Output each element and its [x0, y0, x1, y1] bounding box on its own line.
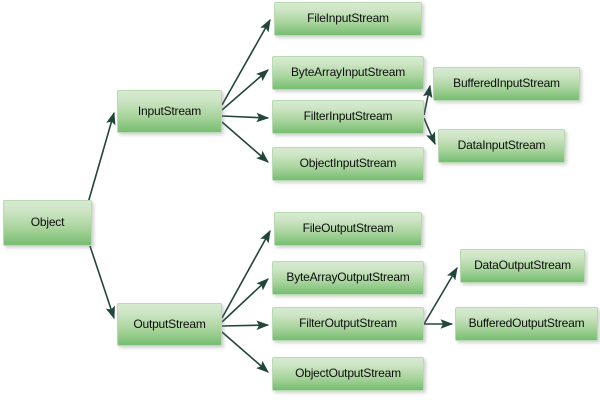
node-label: BufferedInputStream — [453, 76, 560, 91]
node-label: ByteArrayOutputStream — [286, 270, 410, 285]
edge-output-stream-to-filter-output-stream — [221, 320, 270, 331]
node-label: ByteArrayInputStream — [290, 65, 406, 80]
node-label: DataOutputStream — [474, 258, 571, 273]
node-file-output-stream[interactable]: FileOutputStream — [274, 212, 422, 246]
node-label: FilterOutputStream — [299, 316, 397, 331]
edge-object-to-input-stream — [87, 111, 116, 204]
node-label: BufferedOutputStream — [468, 316, 585, 331]
node-file-input-stream[interactable]: FileInputStream — [274, 2, 422, 36]
node-data-input-stream[interactable]: DataInputStream — [438, 129, 565, 163]
node-label: FileInputStream — [307, 11, 389, 26]
node-input-stream[interactable]: InputStream — [117, 90, 222, 133]
edge-output-stream-to-file-output-stream — [221, 229, 271, 319]
node-label: FilterInputStream — [303, 109, 393, 124]
edge-object-to-output-stream — [87, 239, 115, 320]
edge-output-stream-to-byte-array-output-stream — [221, 278, 269, 323]
edge-input-stream-to-filter-input-stream — [221, 112, 270, 123]
edge-input-stream-to-byte-array-input-stream — [221, 69, 269, 111]
node-label: InputStream — [137, 103, 202, 118]
node-label: ObjectOutputStream — [295, 366, 401, 381]
node-buffered-output-stream[interactable]: BufferedOutputStream — [455, 307, 598, 341]
edge-filter-input-stream-to-data-input-stream — [423, 117, 436, 146]
node-label: FileOutputStream — [302, 221, 394, 236]
node-object[interactable]: Object — [3, 200, 92, 246]
edge-filter-input-stream-to-buffered-input-stream — [422, 84, 433, 116]
node-label: Object — [30, 215, 65, 230]
node-label: ObjectInputStream — [299, 156, 397, 171]
node-filter-output-stream[interactable]: FilterOutputStream — [272, 307, 424, 341]
edge-filter-output-stream-to-data-output-stream — [423, 266, 458, 325]
node-buffered-input-stream[interactable]: BufferedInputStream — [433, 67, 580, 101]
node-data-output-stream[interactable]: DataOutputStream — [460, 249, 585, 283]
node-object-output-stream[interactable]: ObjectOutputStream — [272, 357, 424, 391]
node-output-stream[interactable]: OutputStream — [117, 303, 222, 346]
node-label: OutputStream — [133, 316, 206, 331]
node-object-input-stream[interactable]: ObjectInputStream — [272, 147, 424, 181]
node-label: DataInputStream — [457, 138, 546, 153]
node-byte-array-output-stream[interactable]: ByteArrayOutputStream — [272, 261, 424, 295]
edge-input-stream-to-object-input-stream — [221, 121, 269, 163]
edge-output-stream-to-object-output-stream — [221, 331, 269, 373]
node-filter-input-stream[interactable]: FilterInputStream — [272, 100, 424, 134]
node-byte-array-input-stream[interactable]: ByteArrayInputStream — [272, 56, 424, 90]
edge-input-stream-to-file-input-stream — [221, 18, 271, 106]
